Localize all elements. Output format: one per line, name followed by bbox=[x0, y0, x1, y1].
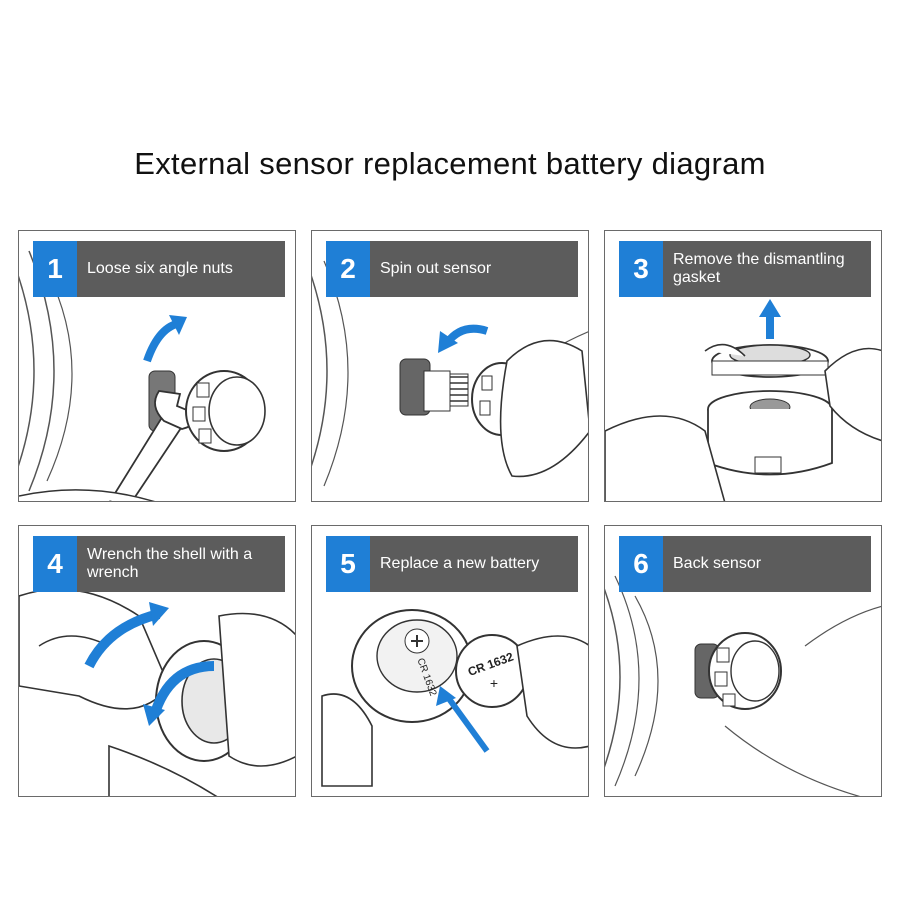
step-text-1: Loose six angle nuts bbox=[87, 260, 233, 277]
sensor-cap-icon bbox=[694, 632, 782, 710]
step-panel-5: CR 1632 + CR 1632 5 Replace a new batter… bbox=[311, 525, 589, 797]
sensor-body-icon bbox=[707, 390, 833, 476]
step-label-5: 5 Replace a new battery bbox=[326, 536, 578, 592]
rotate-arrow-icon bbox=[84, 609, 161, 669]
page-title: External sensor replacement battery diag… bbox=[134, 146, 766, 181]
insert-arrow-icon bbox=[444, 694, 490, 753]
step-number-5: 5 bbox=[326, 536, 370, 592]
step-number-6: 6 bbox=[619, 536, 663, 592]
step-panel-3: 3 Remove the dismantling gasket bbox=[604, 230, 882, 502]
step-label-1: 1 Loose six angle nuts bbox=[33, 241, 285, 297]
step-panel-2: 2 Spin out sensor bbox=[311, 230, 589, 502]
step-1-illustration bbox=[19, 250, 266, 501]
step-label-3: 3 Remove the dismantling gasket bbox=[619, 241, 871, 297]
step-panel-6: 6 Back sensor bbox=[604, 525, 882, 797]
step-text-2: Spin out sensor bbox=[380, 260, 492, 277]
step-text-5: Replace a new battery bbox=[380, 555, 540, 572]
step-label-6: 6 Back sensor bbox=[619, 536, 871, 592]
battery-icon: CR 1632 + bbox=[455, 634, 529, 708]
step-label-2: 2 Spin out sensor bbox=[326, 241, 578, 297]
sensor-cap-icon bbox=[185, 370, 266, 452]
step-3-illustration bbox=[605, 299, 881, 501]
step-text-4: Wrench the shell with a wrench bbox=[87, 546, 253, 581]
step-5-illustration: CR 1632 + CR 1632 bbox=[321, 609, 588, 787]
step-number-2: 2 bbox=[326, 241, 370, 297]
step-2-illustration bbox=[312, 260, 588, 487]
step-panel-1: 1 Loose six angle nuts bbox=[18, 230, 296, 502]
step-text-3: Remove the dismantling gasket bbox=[673, 251, 845, 286]
step-label-4: 4 Wrench the shell with a wrench bbox=[33, 536, 285, 592]
step-panel-4: 4 Wrench the shell with a wrench bbox=[18, 525, 296, 797]
step-number-1: 1 bbox=[33, 241, 77, 297]
svg-text:+: + bbox=[490, 675, 498, 691]
valve-stem-icon bbox=[399, 358, 469, 416]
step-4-illustration bbox=[19, 588, 295, 796]
step-6-illustration bbox=[605, 575, 881, 796]
step-number-4: 4 bbox=[33, 536, 77, 592]
step-number-3: 3 bbox=[619, 241, 663, 297]
step-text-6: Back sensor bbox=[673, 555, 762, 572]
